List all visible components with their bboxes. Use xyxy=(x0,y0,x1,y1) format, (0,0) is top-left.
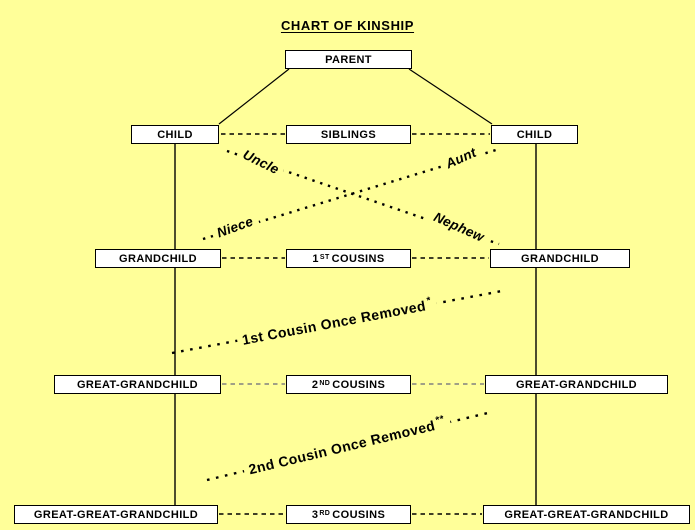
parent-child-connector-left xyxy=(218,68,290,125)
parent-child-connector-right xyxy=(408,68,493,125)
box-parent: PARENT xyxy=(285,50,412,69)
box-grandchild-left: GRANDCHILD xyxy=(95,249,221,268)
box-great-grandchild-left: GREAT-GRANDCHILD xyxy=(54,375,221,394)
box-great-grandchild-right: GREAT-GRANDCHILD xyxy=(485,375,668,394)
box-great-great-grandchild-right: GREAT-GREAT-GRANDCHILD xyxy=(483,505,690,524)
box-grandchild-right: GRANDCHILD xyxy=(490,249,630,268)
chart-title: CHART OF KINSHIP xyxy=(280,18,415,33)
box-great-great-grandchild-left: GREAT-GREAT-GRANDCHILD xyxy=(14,505,218,524)
box-siblings: SIBLINGS xyxy=(286,125,411,144)
box-child-right: CHILD xyxy=(491,125,578,144)
box-child-left: CHILD xyxy=(131,125,219,144)
